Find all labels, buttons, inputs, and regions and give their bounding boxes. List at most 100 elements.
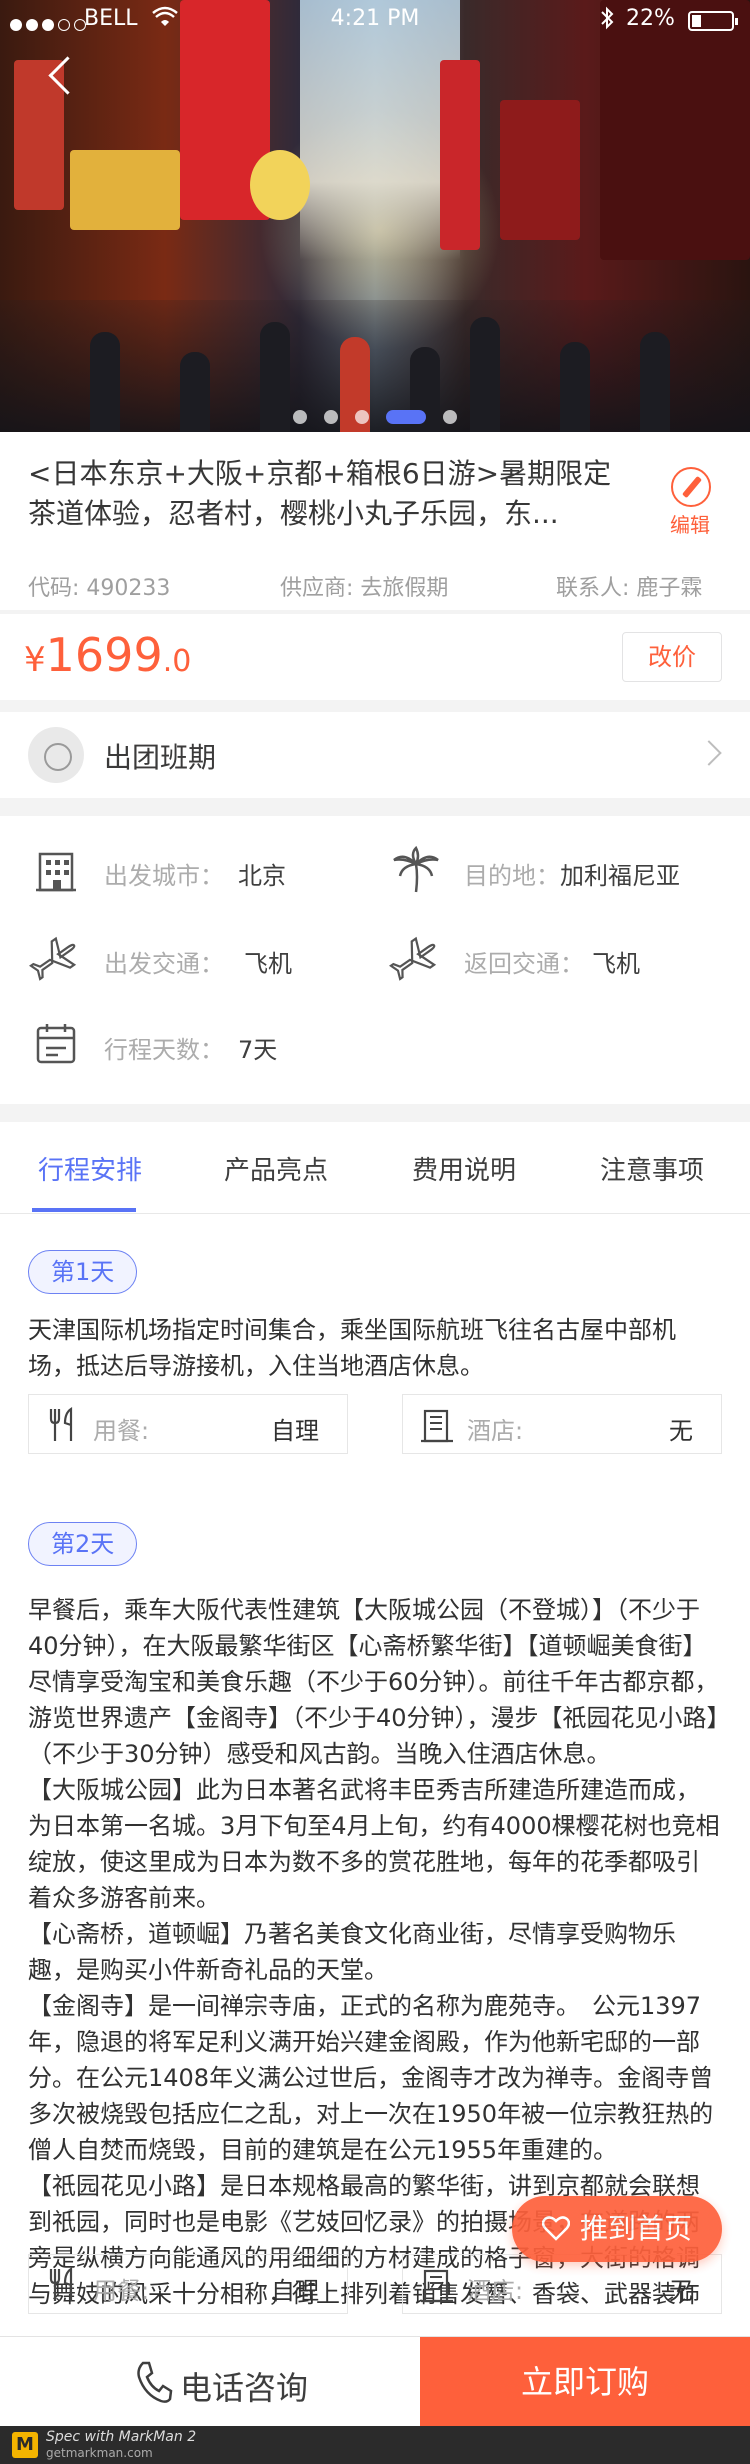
tab-itinerary[interactable]: 行程安排: [38, 1156, 143, 1186]
status-bar: BELL 4:21 PM 22%: [0, 0, 750, 40]
phone-label: 电话咨询: [180, 2369, 309, 2407]
paragraph: 【金阁寺】是一间禅宗寺庙，正式的名称为鹿苑寺。 公元1397年，隐退的将军足利义…: [28, 1992, 714, 2164]
markman-logo-icon: M: [12, 2432, 38, 2458]
depart-city: 出发城市： 北京: [28, 842, 348, 898]
airplane-icon: [389, 936, 437, 981]
order-now-button[interactable]: 立即订购: [420, 2337, 750, 2427]
carrier-name: BELL: [84, 6, 138, 31]
carousel-indicator[interactable]: [0, 406, 750, 425]
price-currency: ¥: [24, 640, 46, 680]
hero-sign: [250, 150, 310, 220]
product-header: <日本东京+大阪+京都+箱根6日游>暑期限定茶道体验，忍者村，樱桃小丸子乐园，东…: [0, 432, 750, 610]
return-transport-label: 返回交通：: [464, 950, 584, 978]
hotel-value: 无: [669, 1417, 693, 1445]
product-contact: 联系人: 鹿子霖: [556, 576, 703, 601]
schedule-row[interactable]: 出团班期: [0, 712, 750, 798]
price-decimal: .0: [162, 644, 192, 679]
hero-sign: [70, 150, 180, 230]
hero-street: [0, 300, 750, 432]
hotel-box: 酒店: 无: [402, 2254, 722, 2314]
meal-value: 自理: [271, 2277, 319, 2305]
palm-tree-icon: [393, 845, 439, 893]
return-transport: 返回交通： 飞机: [388, 930, 728, 986]
push-label: 推到首页: [579, 2212, 692, 2245]
phone-icon: [137, 2361, 173, 2403]
hotel-value: 无: [669, 2277, 693, 2305]
meal-box: 用餐: 自理: [28, 2254, 348, 2314]
markman-footer: M Spec with MarkMan 2 getmarkman.com: [0, 2426, 750, 2464]
fork-knife-icon: [49, 1406, 73, 1441]
battery-icon: [688, 11, 738, 31]
price: ¥1699.0: [24, 628, 191, 682]
destination-label: 目的地：: [464, 862, 560, 890]
carousel-dot[interactable]: [292, 409, 307, 424]
hero-person: [180, 352, 210, 432]
hero-sign: [440, 60, 480, 250]
carousel-dot[interactable]: [443, 409, 458, 424]
carousel-dot[interactable]: [323, 409, 338, 424]
fork-knife-icon: [49, 2266, 73, 2301]
active-tab-indicator: [32, 1208, 136, 1212]
markman-line2: getmarkman.com: [46, 2446, 153, 2460]
days-label: 行程天数：: [104, 1036, 224, 1064]
meal-value: 自理: [271, 1417, 319, 1445]
calendar-circle-icon: [28, 727, 84, 783]
days-value: 7天: [238, 1036, 278, 1064]
edit-button[interactable]: 编辑: [670, 467, 711, 537]
back-arrow-icon[interactable]: [46, 56, 76, 96]
meal-hotel-row: 用餐: 自理 酒店: 无: [28, 2254, 722, 2314]
hero-sky: [300, 0, 460, 260]
edit-icon: [671, 467, 711, 507]
carousel-dot[interactable]: [355, 409, 369, 424]
tab-fees[interactable]: 费用说明: [412, 1156, 517, 1186]
meal-label: 用餐:: [93, 1417, 150, 1445]
day-badge: 第1天: [28, 1250, 138, 1294]
hotel-box: 酒店: 无: [402, 1394, 722, 1454]
schedule-label: 出团班期: [104, 741, 217, 774]
product-supplier: 供应商: 去旅假期: [280, 576, 449, 601]
calendar-icon: [36, 1024, 76, 1064]
price-integer: 1699: [45, 628, 163, 682]
paragraph: 【心斋桥，道顿崛】乃著名美食文化商业街，尽情享受购物乐趣，是购买小件新奇礼品的天…: [28, 1920, 676, 1984]
destination-value: 加利福尼亚: [560, 862, 680, 890]
hero-image[interactable]: BELL 4:21 PM 22%: [0, 0, 750, 432]
building-icon: [36, 852, 76, 892]
trip-info: 出发城市： 北京 目的地： 加利福尼亚 出发交通： 飞机 返回交通： 飞机 行程…: [0, 816, 750, 1104]
tab-highlights[interactable]: 产品亮点: [224, 1156, 329, 1186]
change-price-button[interactable]: 改价: [622, 632, 722, 682]
bluetooth-icon: [600, 6, 614, 36]
meal-label: 用餐:: [93, 2277, 150, 2305]
hero-sign: [600, 0, 750, 260]
carousel-dot-active[interactable]: [386, 409, 427, 424]
bottom-action-bar: 电话咨询 立即订购: [0, 2336, 750, 2427]
price-section: ¥1699.0 改价: [0, 614, 750, 700]
itinerary-list: 第1天 天津国际机场指定时间集合，乘坐国际航班飞往名古屋中部机场，抵达后导游接机…: [0, 1214, 750, 2336]
push-to-home-button[interactable]: 推到首页: [512, 2196, 722, 2262]
hero-person: [560, 342, 590, 432]
wifi-icon: [152, 6, 178, 34]
depart-transport: 出发交通： 飞机: [28, 930, 348, 986]
hotel-icon: [421, 2269, 453, 2303]
depart-transport-value: 飞机: [244, 950, 292, 978]
meal-box: 用餐: 自理: [28, 1394, 348, 1454]
tab-notes[interactable]: 注意事项: [600, 1156, 705, 1186]
trip-days: 行程天数： 7天: [28, 1016, 348, 1072]
hero-person: [90, 332, 120, 432]
depart-transport-label: 出发交通：: [104, 950, 224, 978]
markman-line1: Spec with MarkMan 2: [46, 2429, 197, 2445]
hero-person: [260, 322, 290, 432]
day-badge: 第2天: [28, 1522, 138, 1566]
heart-icon: [541, 2216, 570, 2241]
phone-consult-button[interactable]: 电话咨询: [0, 2337, 420, 2427]
hotel-label: 酒店:: [467, 1417, 524, 1445]
battery-percent: 22%: [626, 6, 675, 31]
chevron-right-icon: [696, 740, 722, 766]
hotel-label: 酒店:: [467, 2277, 524, 2305]
edit-label: 编辑: [670, 513, 710, 537]
hero-sign: [500, 100, 580, 240]
destination: 目的地： 加利福尼亚: [388, 842, 728, 898]
depart-city-label: 出发城市：: [104, 862, 224, 890]
hero-person: [470, 317, 500, 432]
airplane-icon: [29, 936, 77, 981]
day-description: 天津国际机场指定时间集合，乘坐国际航班飞往名古屋中部机场，抵达后导游接机，入住当…: [28, 1316, 676, 1380]
